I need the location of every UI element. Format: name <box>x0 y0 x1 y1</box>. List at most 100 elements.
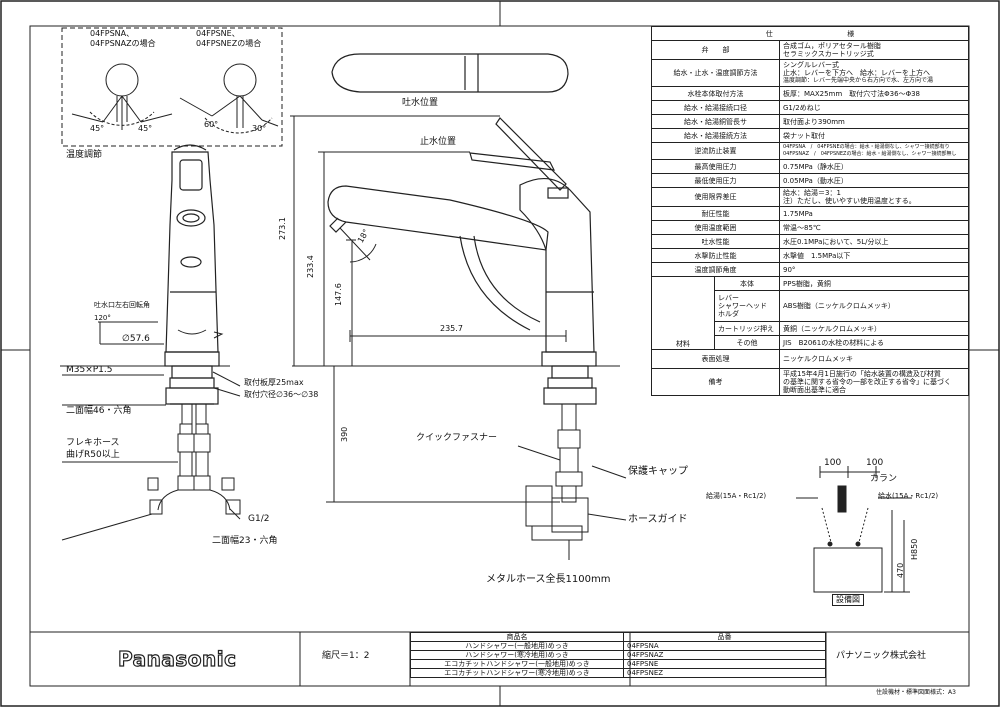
metal-hose-label: メタルホース全長1100mm <box>486 574 611 585</box>
lever-angle-panel <box>61 27 283 147</box>
quick-fastener-label: クイックファスナー <box>416 433 498 443</box>
spec-row: 水栓本体取付方法板厚：MAX25mm 取付穴寸法Φ36〜Φ38 <box>651 86 969 101</box>
material-key: カートリッジ押え <box>714 321 780 336</box>
spec-key: 水撃防止性能 <box>651 248 780 263</box>
flex-hose-label: フレキホース <box>66 438 120 448</box>
material-value: JIS B2061の水栓の材料による <box>779 335 969 350</box>
spout-position-label: 吐水位置 <box>402 98 439 108</box>
g12-label: G1/2 <box>248 514 270 524</box>
material-value: PPS樹脂，黄銅 <box>779 276 969 291</box>
spec-value: 水撃値 1.5MPa以下 <box>779 248 969 263</box>
install-caption: 設備図 <box>832 594 864 606</box>
spec-value: 温度調節：レバー先端中央から右方向で水、左方向で湯 <box>783 77 934 84</box>
spec-value: 04FPSNA / 04FPSNEの場合：給水・給湯側なし、シャワー接続部有り <box>783 144 950 150</box>
remarks-key: 備考 <box>651 368 780 396</box>
footnote: 住設機材・標準図面様式：A3 <box>876 689 956 696</box>
spec-row: 使用温度範囲常温〜85℃ <box>651 220 969 235</box>
dim-147: 147.6 <box>334 283 343 306</box>
product-col-name: 商品名 <box>410 632 624 642</box>
hose-guide-block <box>525 485 553 527</box>
dim-100a: 100 <box>824 458 842 468</box>
product-code: 04FPSNE <box>623 659 826 669</box>
dim-235: 235.7 <box>440 324 463 333</box>
spec-value: 合成ゴム，ポリアセタール樹脂 <box>783 42 881 50</box>
spec-value: 給水：給湯＝3：1 <box>783 189 841 197</box>
dim-273: 273.1 <box>278 217 287 240</box>
spec-key: 使用温度範囲 <box>651 220 780 235</box>
spec-value: 90° <box>779 262 969 277</box>
dim-470: 470 <box>896 562 905 578</box>
material-key: 本体 <box>714 276 780 291</box>
material-value: ABS樹脂（ニッケルクロムメッキ） <box>779 290 969 322</box>
material-row: レバーシャワーヘッドホルダ ABS樹脂（ニッケルクロムメッキ） <box>652 290 969 322</box>
spec-value: 1.75MPa <box>779 206 969 221</box>
spec-key: 最高使用圧力 <box>651 159 780 174</box>
temp-control-label: 温度調節 <box>66 150 103 160</box>
hose-guide-label: ホースガイド <box>628 514 688 525</box>
spec-row: 給水・給湯接続方法袋ナット取付 <box>651 128 969 143</box>
spec-key: 最低使用圧力 <box>651 173 780 188</box>
front-view-faucet <box>164 144 220 405</box>
spec-key: 弁 部 <box>651 40 780 60</box>
spec-value: 取付面より390mm <box>779 114 969 129</box>
panasonic-logo: Panasonic <box>117 646 237 671</box>
spec-value: 袋ナット取付 <box>779 128 969 143</box>
material-value: 黄銅（ニッケルクロムメッキ） <box>779 321 969 336</box>
product-name: ハンドシャワー(一般地用)めっき <box>410 641 624 651</box>
hot-supply-label: 給湯(15A・Rc1/2) <box>706 492 767 500</box>
spec-key: 水栓本体取付方法 <box>651 86 780 101</box>
spec-row: 弁 部合成ゴム，ポリアセタール樹脂セラミックスカートリッジ式 <box>651 40 969 60</box>
width-46-label: 二面幅46・六角 <box>66 406 132 416</box>
spec-key: 使用限界差圧 <box>651 187 780 207</box>
water-supply-label: 給水(15A・Rc1/2) <box>878 492 939 500</box>
install-diagram <box>796 466 912 593</box>
spec-key: 給水・給湯接続口径 <box>651 100 780 115</box>
product-name: エコカチットハンドシャワー(寒冷地用)めっき <box>410 668 624 678</box>
spec-row: 水撃防止性能水撃値 1.5MPa以下 <box>651 248 969 263</box>
remarks-value: の基準に関する省令の一部を改正する省令」に基づく <box>783 378 951 386</box>
spec-header-left: 仕 <box>765 29 773 38</box>
spec-value: 注）ただし、使いやすい使用温度とする。 <box>783 197 916 205</box>
spec-value: 0.75MPa（静水圧） <box>779 159 969 174</box>
mount-plate-label: 取付板厚25max <box>244 378 304 387</box>
spec-table: 仕 様 弁 部合成ゴム，ポリアセタール樹脂セラミックスカートリッジ式 給水・止水… <box>651 26 969 396</box>
front-view-pipes <box>147 403 241 515</box>
product-col-code: 品番 <box>623 632 826 642</box>
product-code: 04FPSNA <box>623 641 826 651</box>
remarks-value: 動断面出基準に適合 <box>783 386 846 394</box>
angle-b-right: 30° <box>252 124 267 133</box>
spec-key: 給水・給湯接続方法 <box>651 128 780 143</box>
protect-cap-label: 保護キャップ <box>628 466 688 477</box>
spec-row: 給水・給湯銅管長サ取付面より390mm <box>651 114 969 129</box>
product-name: エコカチットハンドシャワー(一般地用)めっき <box>410 659 624 669</box>
spec-row: 給水・止水・温度調節方法シングルレバー式止水：レバーを下方へ 給水：レバーを上方… <box>651 59 969 87</box>
mount-hole-label: 取付穴径∅36〜∅38 <box>244 390 319 399</box>
material-key: ホルダ <box>718 310 739 318</box>
dim-100b: 100 <box>866 458 884 468</box>
material-label: 材料 <box>651 276 715 350</box>
side-view-faucet <box>327 53 597 405</box>
angle-a-left: 45° <box>90 124 105 133</box>
spec-key: 耐圧性能 <box>651 206 780 221</box>
model-a-label: 04FPSNA、 <box>90 29 135 38</box>
spec-key: 逆流防止装置 <box>651 142 780 160</box>
faucet-label: カラン <box>870 474 898 484</box>
rotation-label: 吐水口左右回転角 <box>94 301 150 309</box>
surface-row: 表面処理 ニッケルクロムメッキ <box>651 349 969 369</box>
thread-label: M35×P1.5 <box>66 365 113 375</box>
material-key: レバー <box>718 294 739 302</box>
spec-value: 止水：レバーを下方へ 給水：レバーを上方へ <box>783 69 930 77</box>
product-name: ハンドシャワー(寒冷地用)めっき <box>410 650 624 660</box>
spec-value: セラミックスカートリッジ式 <box>783 50 874 58</box>
rotation-value: 120° <box>94 314 111 322</box>
product-code: 04FPSNEZ <box>623 668 826 678</box>
surface-value: ニッケルクロムメッキ <box>779 349 969 369</box>
